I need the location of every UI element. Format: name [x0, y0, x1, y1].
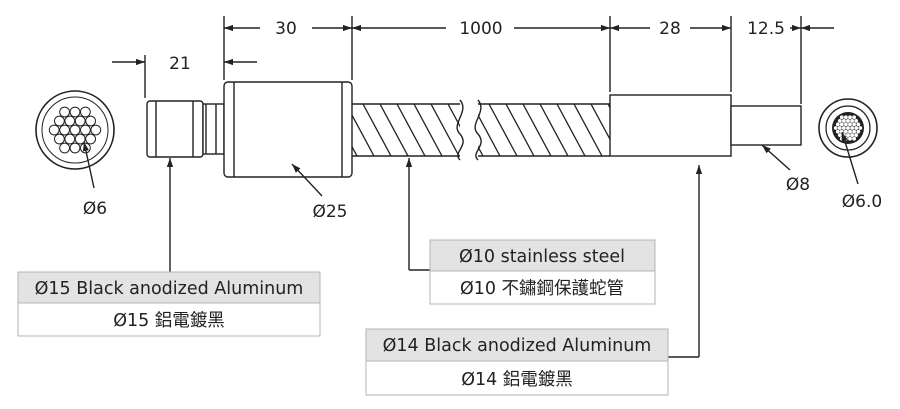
fiber-strand: [69, 106, 81, 118]
fine-fiber-strand: [842, 126, 846, 130]
fine-fiber-strand: [846, 133, 850, 138]
fiber-strand: [85, 115, 96, 127]
fine-fiber-strand: [844, 115, 848, 120]
callout-steel: Ø10 stainless steel Ø10 不鏽鋼保護蛇管: [429, 239, 656, 305]
fiber-strand: [59, 106, 70, 118]
callout-alu15-en: Ø15 Black anodized Aluminum: [35, 279, 304, 299]
dia-right-bundle: Ø6.0: [842, 192, 882, 212]
fine-fiber-strand: [846, 119, 850, 123]
fine-fiber-strand: [848, 136, 852, 141]
fine-fiber-strand: [856, 122, 861, 127]
dim-30: 30: [275, 19, 297, 39]
callout-steel-zh: Ø10 不鏽鋼保護蛇管: [460, 279, 624, 299]
hose-coil-line: [539, 104, 569, 156]
fiber-strand: [54, 133, 65, 145]
fiber-strand: [48, 124, 60, 136]
callout-alu14-en: Ø14 Black anodized Aluminum: [383, 336, 652, 356]
dim-21: 21: [169, 54, 191, 74]
fine-fiber-strand: [837, 133, 842, 138]
fine-fiber-strand: [835, 129, 840, 134]
fine-fiber-strand: [844, 129, 848, 134]
fiber-strand: [74, 133, 86, 145]
fiber-strand: [59, 124, 70, 136]
fine-fiber-strand: [844, 122, 848, 127]
dim-12-5: 12.5: [747, 19, 785, 39]
fiber-strand: [85, 133, 96, 145]
dim-28: 28: [659, 19, 681, 39]
fiber-strand: [90, 124, 102, 136]
fine-fiber-strand: [842, 119, 846, 123]
dia-sleeve: Ø25: [312, 202, 347, 222]
fine-fiber-strand: [839, 122, 844, 127]
left-bundle-end-view: [35, 90, 115, 170]
callout-alu15-zh: Ø15 鋁電鍍黑: [113, 310, 225, 331]
fine-fiber-strand: [852, 122, 856, 127]
fine-fiber-strand: [852, 129, 856, 134]
hose-coil-line: [352, 113, 375, 156]
hose-coil-line: [430, 104, 460, 156]
fiber-strand: [59, 142, 70, 154]
hose-coil-line: [556, 104, 586, 156]
fiber-strand: [54, 115, 65, 127]
callout-alu14-zh: Ø14 鋁電鍍黑: [461, 369, 573, 390]
right-sleeve-assembly: [609, 94, 802, 157]
fine-fiber-strand: [839, 115, 844, 120]
dia-tip: Ø8: [786, 175, 810, 195]
dia-left-bundle: Ø6: [83, 199, 107, 219]
hose-coil-line: [573, 104, 603, 156]
fine-fiber-strand: [833, 126, 838, 130]
callout-leaders: [166, 158, 703, 358]
hose-coil-line: [352, 145, 358, 156]
callout-alu15: Ø15 Black anodized Aluminum Ø15 鋁電鍍黑: [17, 271, 321, 337]
fiber-strand: [64, 115, 76, 127]
fine-fiber-strand: [850, 133, 854, 138]
fiber-strand: [74, 115, 86, 127]
dim-1000: 1000: [459, 19, 502, 39]
hose-coil-line: [447, 104, 460, 128]
fine-fiber-strand: [848, 122, 852, 127]
fiber-strand: [80, 106, 91, 118]
hose-coil-line: [413, 104, 443, 156]
fine-fiber-strand: [850, 126, 854, 130]
connector-body: [146, 81, 353, 178]
hose-coil-line: [522, 104, 552, 156]
hose-coil-line: [478, 145, 484, 156]
fiber-strand: [80, 124, 91, 136]
steel-hose: [352, 99, 610, 161]
hose-coil-line: [488, 104, 518, 156]
fiber-strand: [69, 142, 81, 154]
hose-coil-line: [362, 104, 392, 156]
hose-coil-line: [590, 104, 610, 141]
fine-fiber-strand: [852, 115, 856, 120]
fine-fiber-strand: [858, 126, 863, 130]
fine-fiber-strand: [856, 129, 861, 134]
callout-steel-en: Ø10 stainless steel: [459, 247, 625, 267]
hose-coil-line: [379, 104, 409, 156]
hose-coil-line: [505, 104, 535, 156]
hose-coil-line: [478, 113, 501, 156]
fiber-strand: [69, 124, 81, 136]
fine-fiber-strand: [854, 133, 859, 138]
fine-fiber-strand: [848, 129, 852, 134]
fine-fiber-strand: [846, 126, 850, 130]
fine-fiber-strand: [835, 122, 840, 127]
fine-fiber-strand: [848, 115, 852, 120]
fine-fiber-strand: [854, 126, 859, 130]
fine-fiber-strand: [850, 119, 854, 123]
fine-fiber-strand: [837, 126, 842, 130]
hose-coil-line: [396, 104, 426, 156]
right-bundle-end-view: [818, 98, 878, 158]
callout-alu14: Ø14 Black anodized Aluminum Ø14 鋁電鍍黑: [365, 328, 669, 396]
fiber-strand: [64, 133, 76, 145]
fine-fiber-strand: [852, 136, 856, 141]
diameter-leaders: Ø6 Ø25 Ø8 Ø6.0: [82, 131, 882, 222]
fine-fiber-strand: [837, 119, 842, 123]
dimension-lines: 21 30 1000 28 12.5: [112, 16, 834, 104]
fine-fiber-strand: [854, 119, 859, 123]
